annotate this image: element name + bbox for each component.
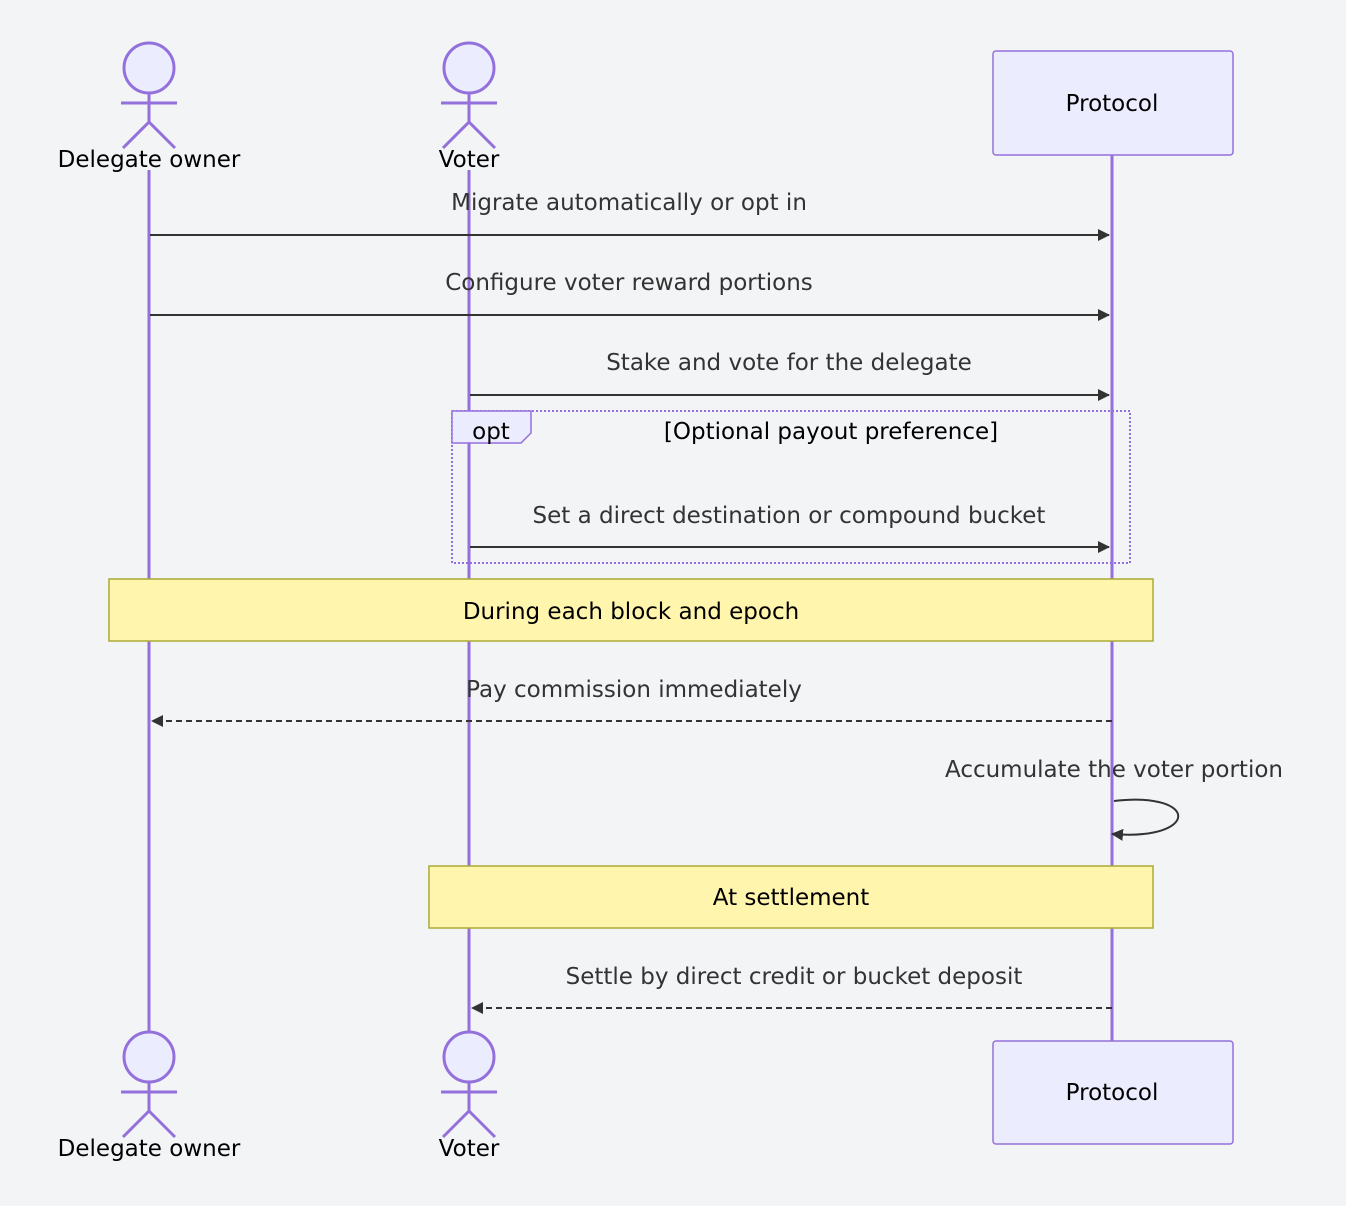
actor-left-leg: [441, 120, 471, 150]
note-box: [108, 578, 1154, 642]
actor-right-leg: [147, 1109, 177, 1139]
opt-frame-keyword: opt: [472, 419, 510, 445]
actor-voter-bottom: Voter: [439, 1030, 500, 1162]
message-label-2: Configure voter reward portions: [445, 270, 813, 296]
opt-frame-tab: [451, 410, 532, 444]
actor-label-voter-bottom: Voter: [439, 1136, 500, 1162]
actor-left-leg: [121, 120, 151, 150]
actor-delegate-owner-top: Delegate owner: [58, 41, 241, 173]
actor-label-delegate-owner-top: Delegate owner: [58, 147, 241, 173]
participant-box: [992, 1040, 1234, 1145]
participant-protocol-top: Protocol: [992, 50, 1234, 156]
actor-voter-top: Voter: [439, 41, 500, 173]
actor-head: [442, 41, 496, 95]
participant-protocol-bottom: Protocol: [992, 1040, 1234, 1145]
participant-label-protocol-bottom: Protocol: [1066, 1080, 1159, 1106]
note-during-block: During each block and epoch: [108, 578, 1154, 642]
note-label-1: During each block and epoch: [463, 599, 799, 625]
opt-frame: opt [Optional payout preference]: [451, 410, 1131, 564]
message-label-5: Pay commission immediately: [466, 677, 802, 703]
note-at-settlement: At settlement: [428, 865, 1154, 929]
actor-head: [122, 41, 176, 95]
actor-label-voter-top: Voter: [439, 147, 500, 173]
note-box: [428, 865, 1154, 929]
opt-frame-border: [451, 410, 1131, 564]
message-label-4: Set a direct destination or compound buc…: [533, 503, 1046, 529]
participant-label-protocol-top: Protocol: [1066, 91, 1159, 117]
message-label-7: Settle by direct credit or bucket deposi…: [566, 964, 1023, 990]
actor-right-leg: [467, 120, 497, 150]
actor-delegate-owner-bottom: Delegate owner: [58, 1030, 241, 1162]
actor-head: [442, 1030, 496, 1084]
message-label-6: Accumulate the voter portion: [945, 757, 1283, 783]
note-label-2: At settlement: [713, 885, 870, 911]
actor-left-leg: [121, 1109, 151, 1139]
actor-right-leg: [147, 120, 177, 150]
actor-label-delegate-owner-bottom: Delegate owner: [58, 1136, 241, 1162]
message-label-1: Migrate automatically or opt in: [451, 190, 807, 216]
participant-box: [992, 50, 1234, 156]
message-label-3: Stake and vote for the delegate: [606, 350, 972, 376]
opt-frame-condition: [Optional payout preference]: [664, 419, 998, 445]
actor-head: [122, 1030, 176, 1084]
actor-left-leg: [441, 1109, 471, 1139]
self-loop-arrow: [1111, 798, 1180, 841]
actor-right-leg: [467, 1109, 497, 1139]
